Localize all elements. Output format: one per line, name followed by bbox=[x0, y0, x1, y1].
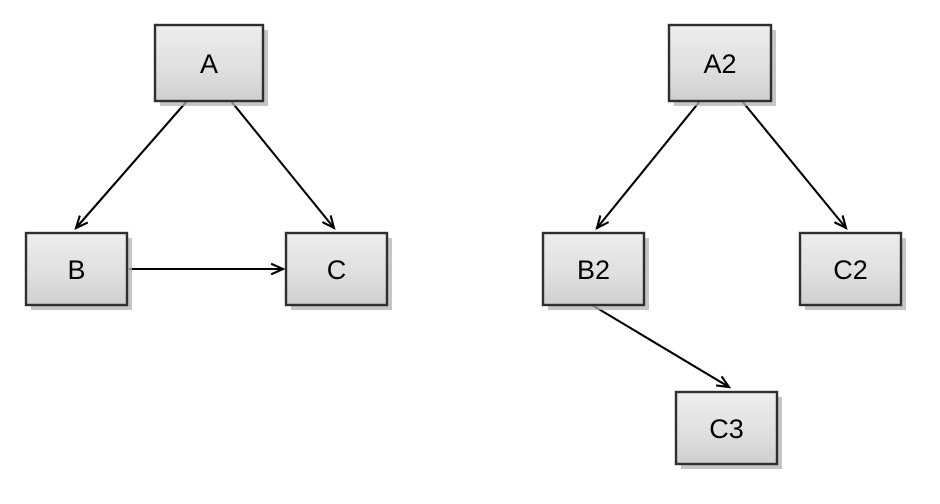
node-A2[interactable]: A2 bbox=[667, 23, 776, 106]
arrowhead-icon bbox=[270, 262, 286, 276]
edge-A-to-C[interactable] bbox=[230, 100, 336, 230]
node-box bbox=[24, 231, 129, 307]
edge-B-to-C[interactable] bbox=[129, 262, 286, 276]
edge-line bbox=[591, 304, 730, 388]
node-C[interactable]: C bbox=[284, 231, 392, 310]
arrowhead-icon bbox=[595, 215, 610, 230]
graph-left-edges bbox=[74, 100, 336, 276]
arrowhead-icon bbox=[715, 375, 732, 389]
arrowhead-icon bbox=[833, 215, 848, 230]
edge-A2-to-B2[interactable] bbox=[595, 100, 701, 230]
node-box bbox=[674, 390, 779, 466]
node-B2[interactable]: B2 bbox=[541, 231, 649, 310]
node-C3[interactable]: C3 bbox=[674, 390, 782, 469]
edge-B2-to-C3[interactable] bbox=[591, 304, 732, 389]
edge-line bbox=[230, 100, 335, 229]
edge-line bbox=[596, 100, 701, 229]
arrowhead-icon bbox=[74, 215, 89, 230]
node-box bbox=[798, 231, 903, 307]
edge-A-to-B[interactable] bbox=[74, 100, 188, 230]
node-B[interactable]: B bbox=[24, 231, 132, 310]
node-A[interactable]: A bbox=[153, 23, 268, 106]
edge-line bbox=[75, 100, 188, 229]
edge-line bbox=[741, 100, 847, 229]
node-box bbox=[667, 23, 773, 103]
node-box bbox=[284, 231, 389, 307]
edges-layer bbox=[74, 100, 848, 389]
arrowhead-icon bbox=[321, 215, 336, 230]
node-box bbox=[153, 23, 265, 103]
graph-right-edges bbox=[591, 100, 848, 389]
edge-A2-to-C2[interactable] bbox=[741, 100, 848, 230]
graph-left-nodes: A B C bbox=[24, 23, 392, 310]
node-C2[interactable]: C2 bbox=[798, 231, 906, 310]
node-box bbox=[541, 231, 646, 307]
